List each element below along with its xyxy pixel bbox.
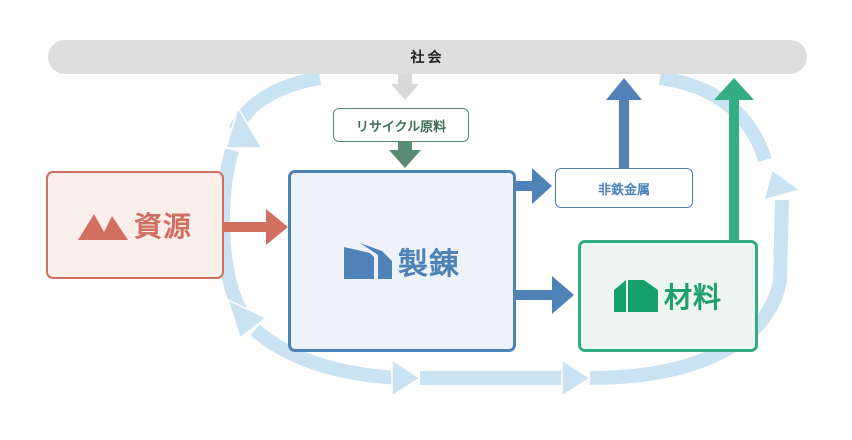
cycle-arc-top-right [658,71,772,163]
nonferrous-up-arrow-shaft [619,98,629,168]
resources-box: 資源 [46,171,224,279]
cycle-arrowhead-bottom-1 [391,358,422,398]
materials-arrow-shaft [514,290,556,300]
resources-arrow-shaft [222,222,270,232]
nonferrous-arrow-head [532,168,552,204]
materials-label: 材料 [663,281,722,314]
society-bar: 社会 [48,40,807,74]
nonferrous-box: 非鉄金属 [555,168,693,208]
resources-label: 資源 [133,210,192,243]
building-icon [613,280,658,312]
recycle-box: リサイクル原料 [333,108,469,142]
society-label: 社会 [410,50,445,66]
cycle-arrowhead-left [226,298,268,340]
society-down-arrow-head [391,84,419,100]
materials-box: 材料 [578,240,758,352]
nonferrous-label: 非鉄金属 [597,182,650,198]
cycle-arrowhead-top-left [224,106,264,149]
recycle-arrow-head [389,150,421,168]
cycle-arrowhead-bottom-2 [561,358,592,398]
nonferrous-up-arrow-head [606,78,642,100]
materials-up-arrow-shaft [729,98,739,242]
recycle-arrow-shaft [398,142,412,152]
nonferrous-arrow-shaft [514,181,536,191]
cycle-arc-bottom-left [250,324,401,385]
factory-icon [344,243,392,279]
society-down-arrow-shaft [398,74,412,84]
smelting-label: 製錬 [398,247,460,282]
mountain-icon [77,214,128,240]
materials-up-arrow-head [714,78,754,100]
recycle-label: リサイクル原料 [355,119,447,135]
materials-arrow-head [552,276,574,314]
resources-arrow-head [266,209,288,245]
smelting-box: 製錬 [288,170,516,352]
cycle-arrowhead-right [762,168,802,202]
